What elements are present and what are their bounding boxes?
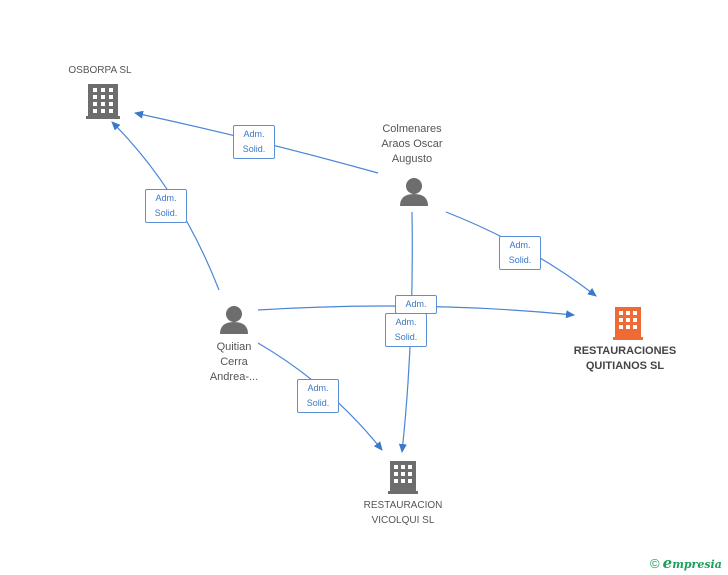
brand-footer: © empresia	[650, 554, 722, 572]
edge-role-badge[interactable]: Adm. Solid.	[297, 379, 339, 413]
building-icon[interactable]	[388, 461, 418, 494]
person-icon[interactable]	[220, 306, 248, 334]
copyright-symbol: ©	[650, 556, 660, 571]
edge-role-badge[interactable]: Adm. Solid.	[385, 313, 427, 347]
person-icon[interactable]	[400, 178, 428, 206]
edge-role-badge[interactable]: Adm. Solid.	[145, 189, 187, 223]
node-label-vicolqui[interactable]: RESTAURACION VICOLQUI SL	[363, 500, 443, 526]
building-icon[interactable]	[86, 84, 120, 119]
node-label-restauraciones[interactable]: RESTAURACIONES QUITIANOS SL	[573, 345, 677, 372]
node-label-colmenares[interactable]: Colmenares Araos Oscar Augusto	[381, 123, 443, 165]
empresia-logo[interactable]: empresia	[662, 554, 722, 572]
edge-role-badge[interactable]: Adm. Solid.	[233, 125, 275, 159]
edge-role-badge[interactable]: Adm. Solid.	[499, 236, 541, 270]
node-label-quitian[interactable]: Quitian Cerra Andrea-...	[209, 341, 259, 383]
edge-role-badge[interactable]: Adm.	[395, 295, 437, 314]
building-icon[interactable]	[613, 307, 643, 340]
node-label-osborpa[interactable]: OSBORPA SL	[68, 65, 132, 76]
